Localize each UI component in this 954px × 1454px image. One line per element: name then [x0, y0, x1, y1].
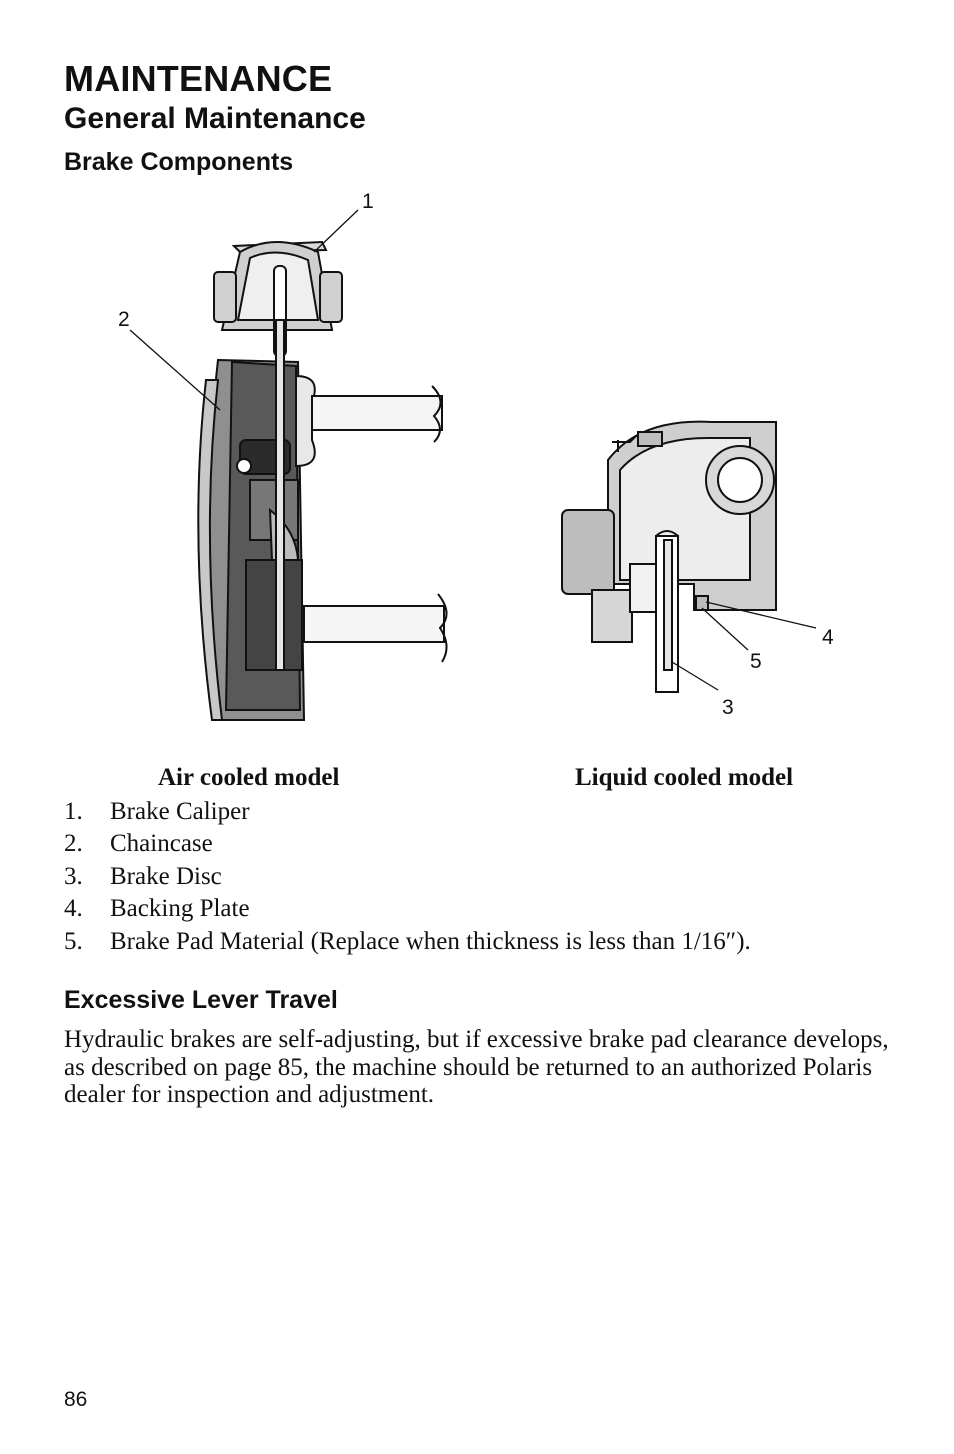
legend-item: 1. Brake Caliper [64, 796, 751, 828]
legend-number: 1. [64, 798, 83, 825]
section-title: General Maintenance [64, 102, 366, 135]
callout-4: 4 [822, 626, 834, 649]
callout-2: 2 [118, 308, 130, 331]
component-legend: 1. Brake Caliper 2. Chaincase 3. Brake Disc… [64, 796, 751, 958]
legend-text: Chaincase [110, 830, 213, 858]
brake-components-diagram: 1 2 3 4 5 [118, 190, 834, 721]
legend-number: 3. [64, 862, 83, 890]
legend-text: Backing Plate [110, 895, 250, 923]
legend-text: Brake Disc [110, 862, 222, 890]
legend-number: 4. [64, 895, 83, 923]
excessive-lever-travel-heading: Excessive Lever Travel [64, 986, 338, 1014]
subsection-title: Brake Components [64, 148, 294, 176]
caption-liquid-cooled: Liquid cooled model [575, 764, 794, 791]
legend-item: 2. Chaincase [64, 828, 751, 860]
legend-number: 5. [64, 927, 83, 955]
legend-item: 5. Brake Pad Material (Replace when thick… [64, 926, 751, 958]
legend-text: Brake Caliper [110, 798, 250, 825]
callout-5: 5 [750, 650, 762, 673]
page-number: 86 [64, 1388, 88, 1411]
excessive-lever-travel-body: Hydraulic brakes are self-adjusting, but… [64, 1026, 889, 1108]
legend-item: 3. Brake Disc [64, 861, 751, 893]
legend-text: Brake Pad Material (Replace when thickne… [110, 927, 751, 955]
legend-item: 4. Backing Plate [64, 893, 751, 925]
air-cooled-illustration [197, 240, 448, 721]
callout-3: 3 [722, 696, 734, 719]
callout-1: 1 [362, 190, 374, 213]
caption-air-cooled: Air cooled model [158, 764, 340, 791]
callout-leader-lines [129, 209, 817, 691]
page-title: MAINTENANCE [64, 58, 333, 99]
liquid-cooled-illustration [561, 420, 777, 693]
legend-number: 2. [64, 830, 83, 858]
